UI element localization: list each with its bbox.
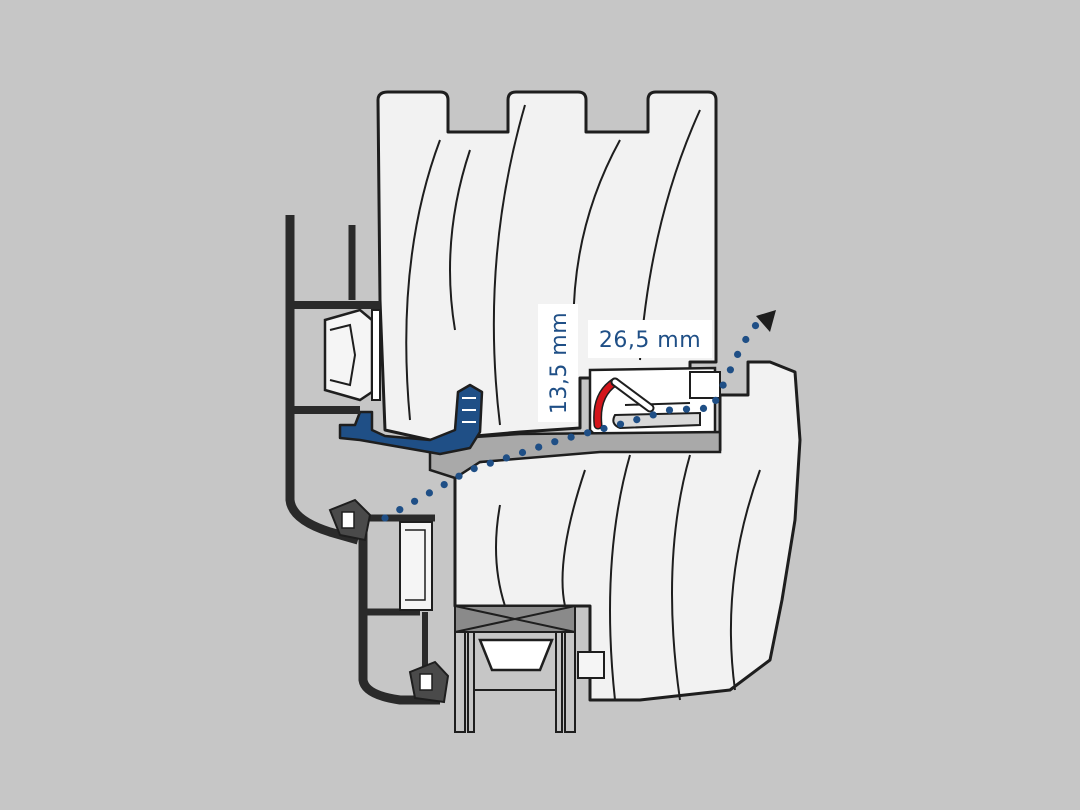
airflow-dot [551,438,559,446]
blue-gasket [338,383,484,456]
airflow-dot [470,465,478,473]
dimension-vertical-label: 13,5 mm [547,312,572,414]
dimension-vertical: 13,5 mm [538,304,578,422]
airflow-path [381,322,760,522]
airflow-dot [440,481,448,489]
airflow-dot [584,429,592,437]
airflow-dot [567,433,575,441]
airflow-dot [455,472,463,480]
dimension-horizontal: 26,5 mm [588,320,712,358]
airflow-dot [649,411,657,419]
airflow-dot [616,420,625,428]
airflow-dot [600,424,608,433]
clip-fittings [323,308,605,704]
airflow-dot [751,322,760,330]
airflow-dot [682,405,691,413]
red-seal [593,377,655,430]
airflow-dot [411,497,419,505]
airflow-dot [535,443,543,451]
glazing-unit [454,605,576,733]
airflow-dot [699,404,708,412]
airflow-dot [486,459,494,467]
airflow-dot [633,416,641,424]
airflow-dot [425,489,433,497]
airflow-dot [518,448,527,457]
airflow-dot [665,406,674,414]
aluminium-cladding [285,215,440,705]
airflow-dot [719,381,727,389]
airflow-arrow-icon [756,310,776,332]
airflow-dot [712,396,720,404]
airflow-dot [734,350,742,358]
airflow-dot [381,514,389,522]
airflow-dot [726,366,735,374]
dimension-horizontal-label: 26,5 mm [599,328,701,353]
airflow-dot [396,506,404,514]
airflow-dot [742,335,750,344]
airflow-dot [502,454,510,462]
